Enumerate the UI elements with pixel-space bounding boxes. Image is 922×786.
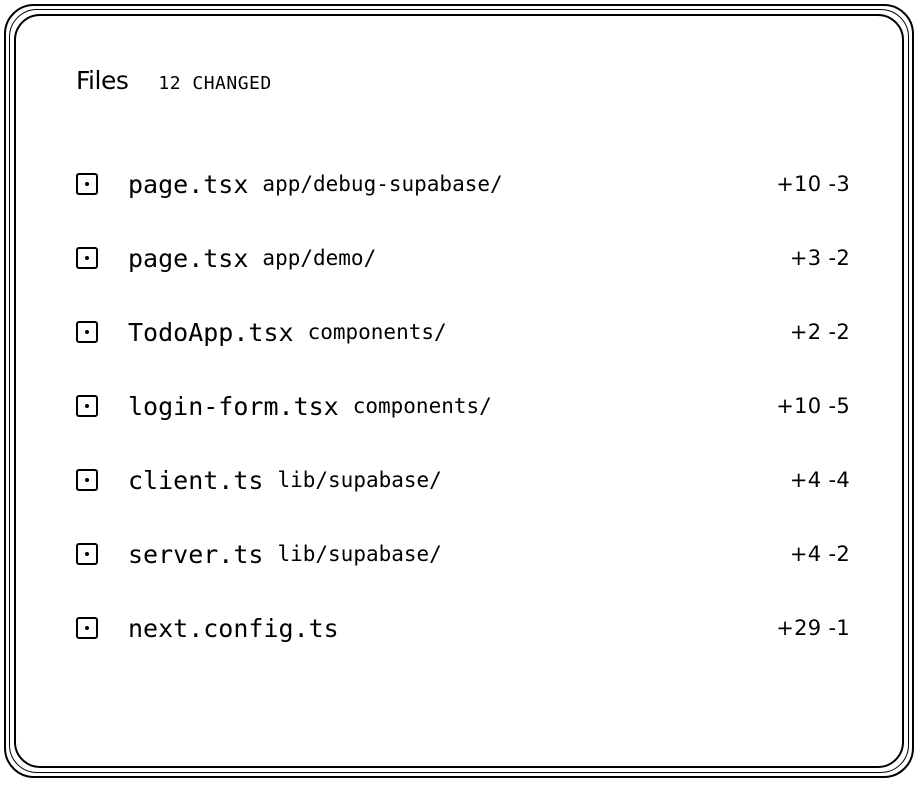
file-dir: app/debug-supabase/ [262,172,503,196]
file-name: page.tsx [128,169,249,199]
diff-stats: +3-2 [790,246,850,270]
file-icon [76,395,98,417]
lines-removed: -5 [828,394,850,418]
outer-frame [4,4,914,778]
lines-removed: -2 [828,542,850,566]
file-row[interactable]: client.ts lib/supabase/ +4-4 [76,436,850,524]
files-title: Files [76,66,129,95]
file-name: login-form.tsx [128,391,339,421]
lines-added: +29 [776,616,822,640]
lines-added: +10 [776,172,822,196]
file-dir: lib/supabase/ [277,542,442,566]
file-icon [76,247,98,269]
file-icon [76,321,98,343]
file-row[interactable]: page.tsx app/debug-supabase/ +10-3 [76,140,850,228]
file-name: page.tsx [128,243,249,273]
file-row[interactable]: TodoApp.tsx components/ +2-2 [76,288,850,376]
diff-stats: +29-1 [776,616,850,640]
lines-removed: -3 [828,172,850,196]
file-name: next.config.ts [128,613,339,643]
diff-stats: +10-3 [776,172,850,196]
middle-frame [9,9,909,773]
file-dir: app/demo/ [262,246,377,270]
lines-added: +2 [789,320,822,344]
file-row[interactable]: server.ts lib/supabase/ +4-2 [76,510,850,598]
file-row[interactable]: next.config.ts +29-1 [76,584,850,672]
lines-added: +4 [789,542,822,566]
file-dir: components/ [307,320,447,344]
file-icon [76,173,98,195]
changed-count: 12 CHANGED [158,73,272,94]
files-header: Files 12 CHANGED [76,66,850,106]
diff-stats: +2-2 [790,320,850,344]
file-icon [76,543,98,565]
lines-removed: -2 [828,246,850,270]
diff-stats: +10-5 [776,394,850,418]
file-dir: lib/supabase/ [277,468,442,492]
lines-removed: -1 [828,616,850,640]
file-dir: components/ [352,394,492,418]
lines-removed: -4 [828,468,850,492]
file-name: TodoApp.tsx [128,317,294,347]
files-panel: Files 12 CHANGED page.tsx app/debug-supa… [76,66,850,672]
file-row[interactable]: login-form.tsx components/ +10-5 [76,362,850,450]
lines-added: +4 [789,468,822,492]
file-icon [76,469,98,491]
file-name: client.ts [128,465,264,495]
diff-stats: +4-4 [790,468,850,492]
file-row[interactable]: page.tsx app/demo/ +3-2 [76,214,850,302]
lines-added: +10 [776,394,822,418]
file-icon [76,617,98,639]
lines-added: +3 [789,246,822,270]
file-list: page.tsx app/debug-supabase/ +10-3 page.… [76,140,850,672]
diff-stats: +4-2 [790,542,850,566]
file-name: server.ts [128,539,264,569]
lines-removed: -2 [828,320,850,344]
inner-frame [14,14,904,768]
